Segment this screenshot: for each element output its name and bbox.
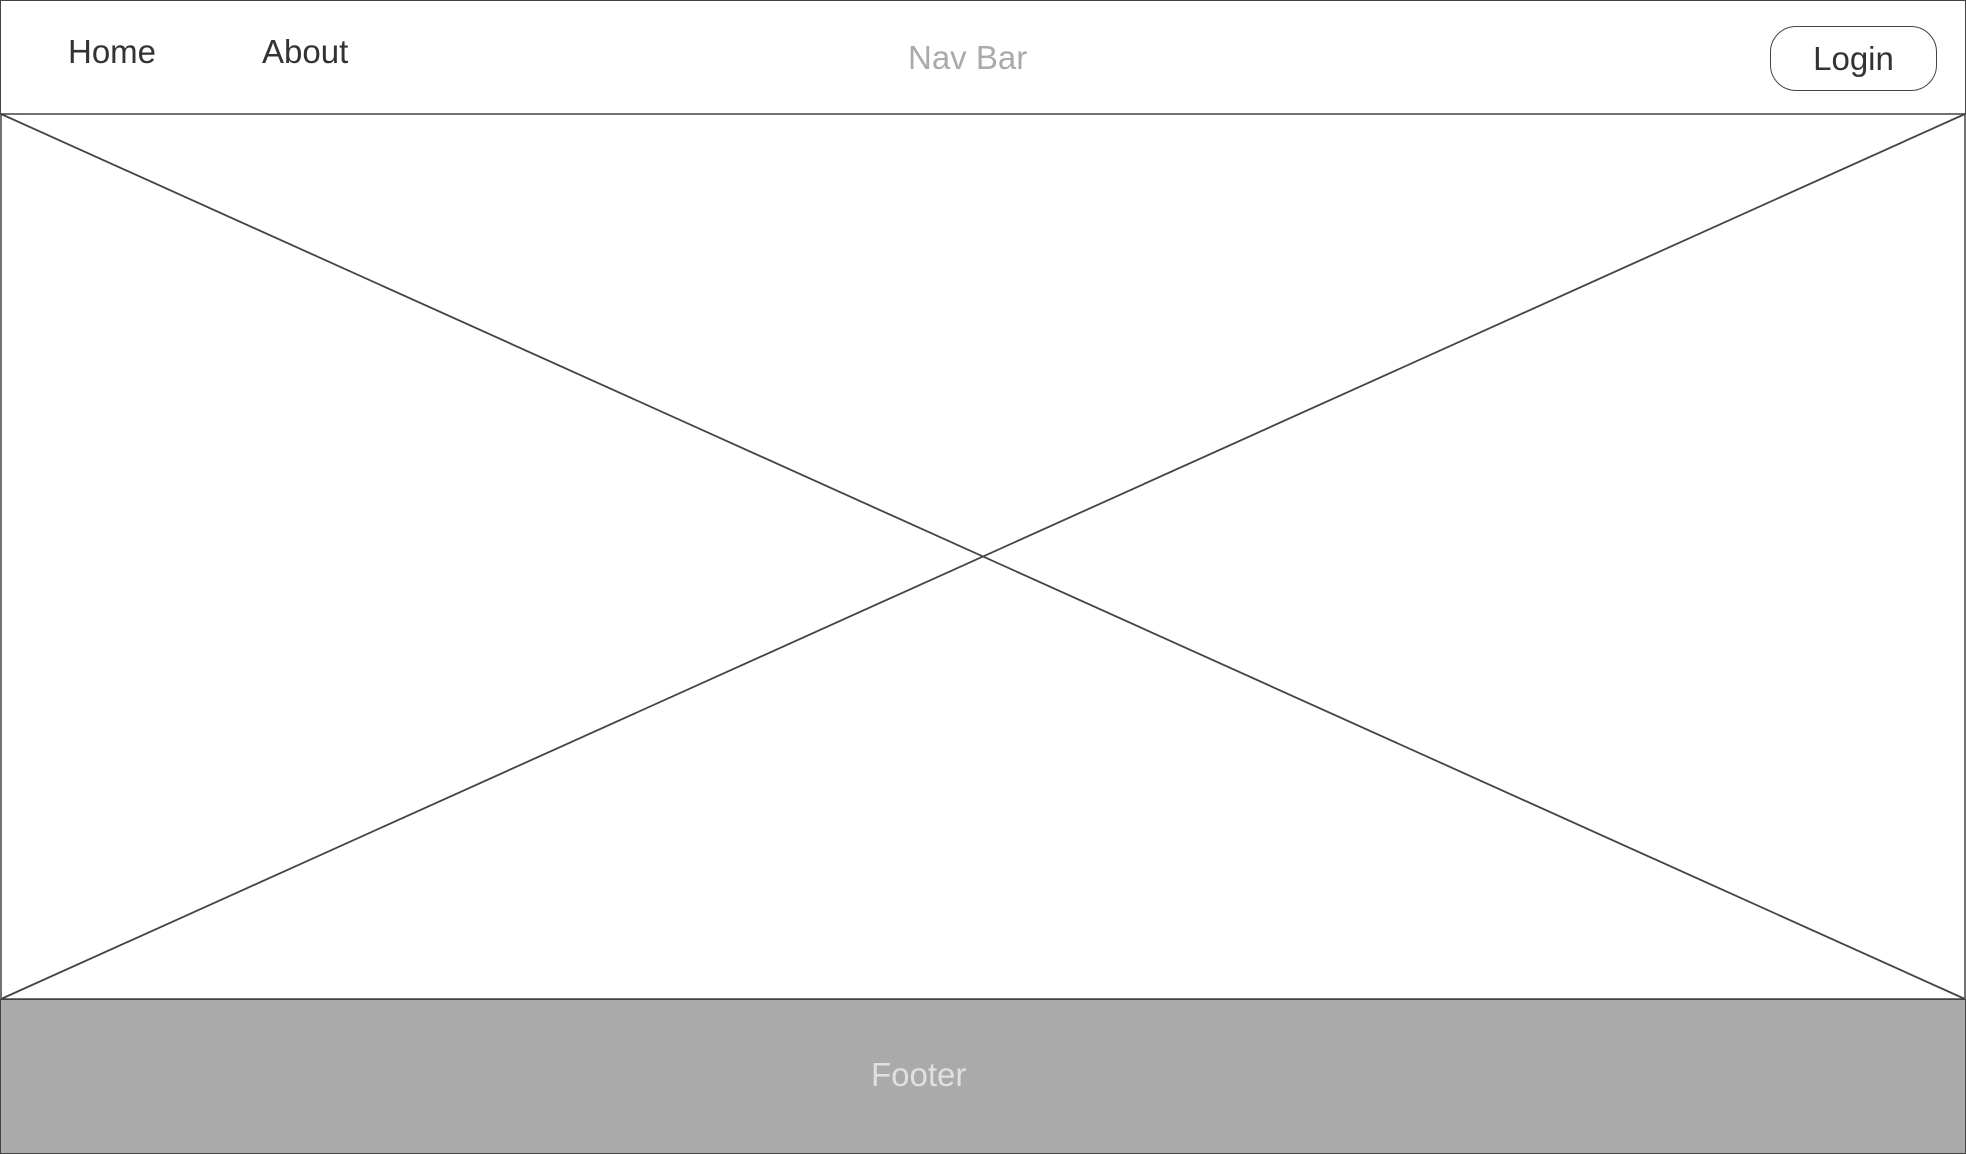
nav-link-home[interactable]: Home <box>68 33 157 70</box>
hero-image-placeholder <box>0 113 1966 1000</box>
footer-label: Footer <box>871 1056 967 1093</box>
nav-bar: Home About Nav Bar Login <box>0 0 1966 115</box>
placeholder-diagonal-2 <box>0 113 1966 1000</box>
footer: Footer <box>0 999 1966 1154</box>
nav-link-about[interactable]: About <box>262 33 349 70</box>
image-placeholder-icon <box>0 113 1966 1000</box>
login-button[interactable]: Login <box>1770 26 1937 91</box>
nav-bar-title: Nav Bar <box>908 39 1028 76</box>
